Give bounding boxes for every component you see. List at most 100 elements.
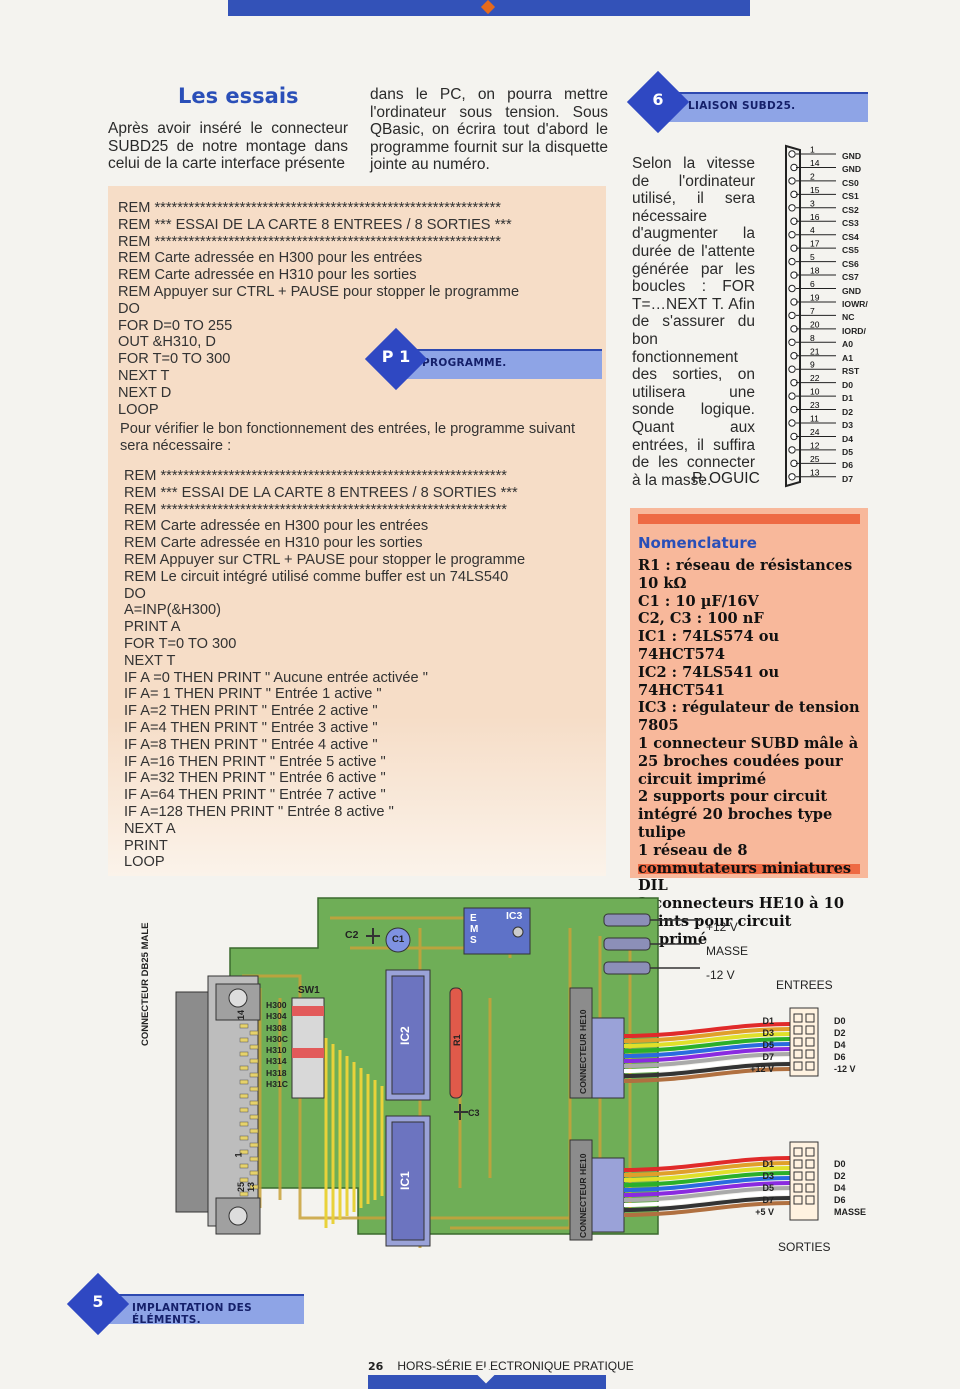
db25-pin-number: 8 [810, 333, 815, 343]
db25-pin-number: 15 [810, 185, 820, 195]
db25-pin-number: 13 [246, 1181, 257, 1193]
db25-signal: D3 [842, 420, 853, 431]
db25-pin-number: 6 [810, 279, 815, 289]
db25-pin-number: 23 [810, 400, 820, 410]
db25-pin-number: 21 [810, 346, 820, 356]
code-line: REM Appuyer sur CTRL + PAUSE pour stoppe… [118, 283, 520, 300]
tag-number: 6 [652, 90, 664, 109]
db25-pin [788, 177, 796, 185]
code-line: REM Carte adressée en H300 pour les entr… [118, 250, 423, 267]
code-line: FOR T=0 TO 300 [118, 351, 231, 368]
db25-pin [788, 419, 796, 427]
db25-pin [788, 473, 796, 481]
db25-signal: GND [842, 151, 862, 161]
code-line: IF A=8 THEN PRINT " Entrée 4 active " [124, 736, 378, 753]
db25-pin-number: 7 [810, 306, 815, 316]
db25-signal: CS2 [842, 204, 859, 215]
program-listing-2: REM ************************************… [124, 468, 525, 871]
db25-pin-number: 25 [236, 1181, 247, 1193]
db25-pin-number: 4 [810, 225, 815, 235]
sorties-pin: D0 [834, 1159, 846, 1169]
db25-signal: D4 [842, 433, 853, 444]
nomenclature-item: R1 : réseau de résistances 10 kΩ [638, 557, 853, 592]
code-line: REM ************************************… [124, 501, 507, 518]
regulator-pin: E [470, 913, 477, 924]
code-line: NEXT D [118, 384, 172, 401]
code-line: IF A=128 THEN PRINT " Entrée 8 active " [124, 803, 394, 820]
entrees-pin: D6 [834, 1052, 846, 1062]
code-line: LOOP [118, 401, 159, 418]
code-line: IF A=32 THEN PRINT " Entrée 6 active " [124, 770, 386, 787]
code-line: PRINT A [124, 619, 181, 636]
db25-signal: A0 [842, 339, 853, 350]
tag-label: LIAISON SUBD25. [688, 100, 796, 112]
db25-pin [788, 231, 796, 239]
author-name: P. OGUIC [692, 470, 760, 487]
code-line: IF A=16 THEN PRINT " Entrée 5 active " [124, 753, 386, 770]
nomenclature-item: IC1 : 74LS574 ou 74HCT574 [638, 628, 780, 663]
figure-tag-6: LIAISON SUBD25. 6 [626, 70, 868, 134]
db25-pin-number: 16 [810, 212, 820, 222]
db25-pin [788, 204, 796, 212]
code-line: REM ************************************… [124, 468, 507, 484]
ic3-label: IC3 [506, 910, 523, 922]
sw1-address: H308 [266, 1022, 287, 1033]
db25-signal: D1 [842, 393, 853, 404]
sorties-pin: +5 V [755, 1207, 774, 1217]
sw1-address: H318 [266, 1067, 287, 1078]
db25-signal: CS3 [842, 218, 859, 229]
code-line: REM ************************************… [118, 200, 501, 216]
code-line: IF A=4 THEN PRINT " Entrée 3 active " [124, 719, 378, 736]
code-line: NEXT T [124, 652, 176, 669]
code-line: REM *** ESSAI DE LA CARTE 8 ENTREES / 8 … [124, 484, 518, 501]
sw1-address: H31C [266, 1079, 288, 1090]
c3-label: C3 [468, 1108, 480, 1118]
pcb-implantation-drawing [175, 897, 819, 1248]
code-line: PRINT [124, 837, 168, 854]
db25-signal: CS7 [842, 272, 859, 283]
code-line: NEXT T [118, 367, 170, 384]
tag-label: IMPLANTATION DES ÉLÉMENTS. [132, 1302, 253, 1326]
nomenclature-item: C1 : 10 µF/16V [638, 592, 759, 610]
code-line: REM Carte adressée en H310 pour les sort… [118, 267, 417, 284]
db25-pin-number: 2 [810, 171, 815, 181]
code-line: DO [124, 585, 146, 602]
c1-label: C1 [392, 934, 405, 945]
db25-pin-number: 12 [810, 440, 820, 450]
db25-signal: D6 [842, 460, 853, 471]
db25-pin [788, 150, 796, 158]
db25-signal: A1 [842, 352, 853, 363]
db25-signal: CS5 [842, 245, 859, 256]
regulator-pin: S [470, 935, 477, 946]
code-line: REM ************************************… [118, 233, 501, 250]
sorties-pin: D4 [834, 1183, 846, 1193]
db25-pin-number: 5 [810, 252, 815, 262]
nomenclature-item: 2 supports pour circuit intégré 20 broch… [638, 788, 833, 841]
db25-pin-number: 14 [236, 1009, 247, 1021]
db25-pin-number: 1 [233, 1152, 244, 1158]
entrees-title: ENTREES [776, 978, 833, 992]
sorties-pin: D1 [762, 1159, 774, 1169]
db25-signal: GND [842, 164, 862, 175]
code-line: REM *** ESSAI DE LA CARTE 8 ENTREES / 8 … [118, 216, 512, 233]
db25-pin [788, 311, 796, 320]
db25-pin-number: 25 [810, 454, 820, 464]
essais-paragraph-1: Après avoir inséré le connecteur SUBD25 … [108, 120, 348, 172]
code-line: LOOP [124, 854, 165, 871]
entrees-pin: D0 [834, 1016, 846, 1026]
code-line: IF A=2 THEN PRINT " Entrée 2 active " [124, 703, 378, 720]
db25-pin [788, 338, 796, 347]
sorties-pin: D5 [762, 1183, 774, 1193]
code-line: IF A=64 THEN PRINT " Entrée 7 active " [124, 787, 386, 804]
code-line: REM Carte adressée en H300 pour les entr… [124, 518, 429, 535]
sw1-address: H310 [266, 1045, 287, 1056]
db25-signal: RST [842, 366, 860, 377]
power-label: +12 V [706, 920, 738, 934]
nomenclature-item: 1 réseau de 8 commutateurs miniatures DI… [638, 841, 852, 895]
